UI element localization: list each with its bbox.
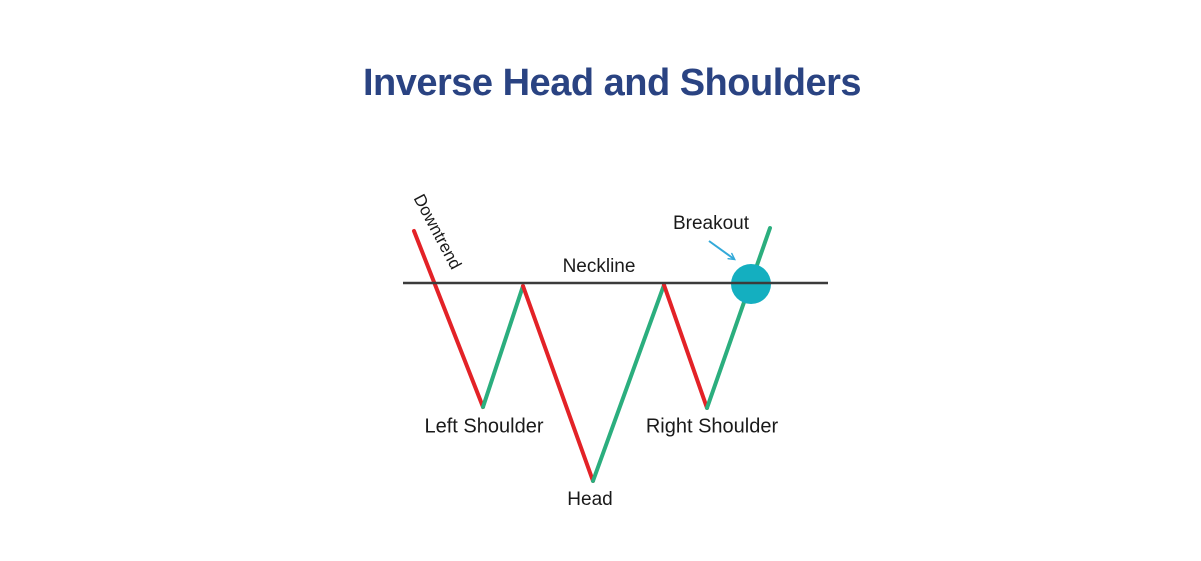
head-label: Head <box>567 489 613 510</box>
price-zigzag-lines <box>412 226 772 483</box>
left-shoulder-label: Left Shoulder <box>424 415 544 438</box>
neckline-label: Neckline <box>562 256 636 277</box>
breakout-label: Breakout <box>672 213 750 234</box>
neckline-and-breakout-marker <box>403 240 828 304</box>
page-title: Inverse Head and Shoulders <box>362 62 862 104</box>
right-shoulder-label: Right Shoulder <box>645 415 779 438</box>
